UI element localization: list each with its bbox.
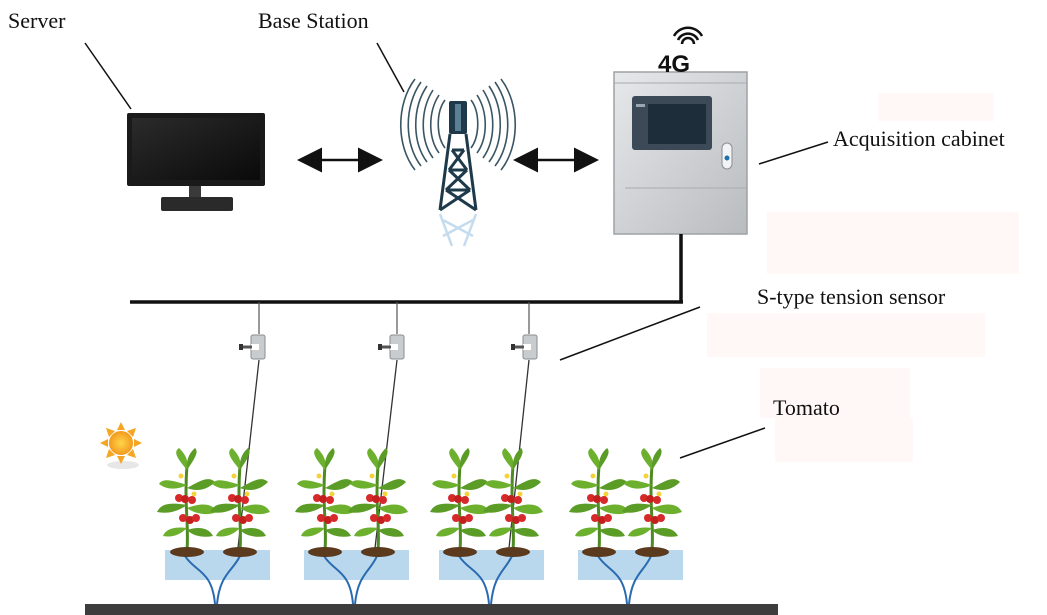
tomato-plant-icon bbox=[620, 446, 684, 559]
sun-icon bbox=[100, 422, 142, 469]
tomato-plant-icon bbox=[428, 446, 492, 559]
tomato-leader-line bbox=[679, 427, 766, 459]
base-station-label: Base Station bbox=[258, 8, 369, 33]
tomato-plant-icon bbox=[346, 446, 410, 559]
tomato-plant-icon bbox=[208, 446, 272, 559]
network-badge: 4G bbox=[658, 51, 690, 78]
cell-tower-icon bbox=[400, 78, 516, 247]
cabinet-icon bbox=[613, 71, 748, 235]
sensor-label: S-type tension sensor bbox=[757, 284, 946, 309]
monitor-icon bbox=[127, 113, 265, 211]
server-label: Server bbox=[8, 8, 66, 33]
base-station-leader-line bbox=[376, 42, 405, 93]
tomato-plants bbox=[155, 446, 684, 559]
tomato-plant-icon bbox=[481, 446, 545, 559]
signal-icon bbox=[672, 26, 704, 45]
tomato-plant-icon bbox=[567, 446, 631, 559]
tension-sensor-icon bbox=[238, 334, 266, 360]
sensor-leader-line bbox=[559, 306, 701, 361]
tension-sensor-icon bbox=[377, 334, 405, 360]
tension-sensor-icon bbox=[510, 334, 538, 360]
cabinet-leader-line bbox=[758, 141, 829, 165]
tomato-label: Tomato bbox=[773, 395, 840, 420]
ground-strip bbox=[85, 604, 778, 615]
data-bus bbox=[130, 234, 683, 304]
sensor-drops bbox=[258, 302, 530, 334]
acquisition-cabinet-label: Acquisition cabinet bbox=[833, 126, 1005, 151]
tomato-plant-icon bbox=[155, 446, 219, 559]
tomato-plant-icon bbox=[293, 446, 357, 559]
server-leader-line bbox=[84, 42, 132, 110]
roots bbox=[184, 555, 652, 605]
